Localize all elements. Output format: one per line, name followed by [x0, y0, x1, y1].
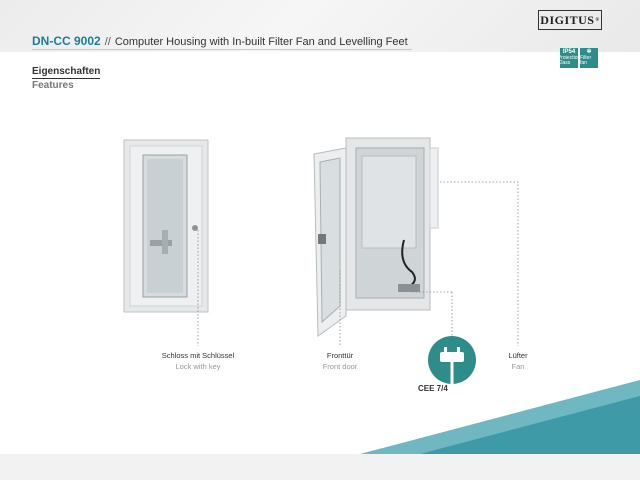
plug-icon: [428, 336, 476, 384]
label-fan: Lüfter Fan: [496, 350, 540, 372]
product-title: DN-CC 9002//Computer Housing with In-bui…: [32, 34, 408, 48]
section-title-de: Eigenschaften: [32, 66, 101, 79]
digitus-logo: DIGITUS®: [538, 10, 602, 30]
title-separator: //: [104, 36, 111, 48]
label-fan-en: Fan: [511, 362, 525, 371]
ip54-badge-title: IP54: [562, 49, 576, 56]
wave-dark: [420, 396, 640, 454]
feature-badges: IP54 Protection Class ✲ Filter fan: [557, 48, 598, 68]
label-lock-en: Lock with key: [175, 362, 221, 371]
label-plug: CEE 7/4: [418, 384, 448, 393]
leader-fan: [440, 181, 519, 346]
label-lock: Schloss mit Schlüssel Lock with key: [142, 350, 254, 372]
fan-icon: ✲: [586, 49, 592, 56]
title-divider: [32, 49, 412, 50]
label-lock-de: Schloss mit Schlüssel: [161, 351, 235, 360]
ip54-badge-caption: Protection Class: [557, 54, 581, 67]
section-title-en: Features: [32, 80, 74, 91]
label-door-de: Fronttür: [326, 351, 354, 360]
label-door-en: Front door: [322, 362, 358, 371]
fan-badge: ✲ Filter fan: [580, 48, 598, 68]
ip54-badge: IP54 Protection Class: [557, 48, 581, 68]
fan-badge-caption: Filter fan: [580, 54, 592, 67]
cabinet-closed-image: [123, 139, 209, 313]
product-name: Computer Housing with In-built Filter Fa…: [114, 36, 408, 48]
label-door: Fronttür Front door: [304, 350, 376, 372]
label-fan-de: Lüfter: [508, 351, 528, 360]
background-top: [0, 0, 640, 52]
logo-registered: ®: [595, 17, 600, 23]
leader-lines: [197, 181, 519, 346]
model-number: DN-CC 9002: [32, 34, 101, 48]
background-bottom: [0, 454, 640, 480]
cabinet-open-image: [313, 137, 439, 337]
logo-text: DIGITUS: [540, 12, 595, 27]
